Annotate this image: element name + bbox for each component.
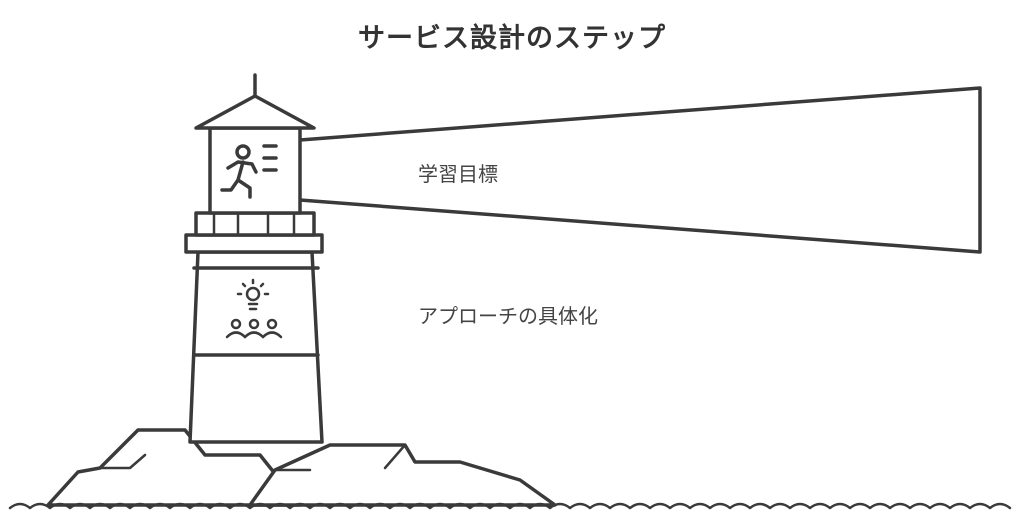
lighthouse-roof <box>194 94 316 130</box>
lighthouse-gallery <box>184 233 324 254</box>
diagram-title: サービス設計のステップ <box>358 23 666 54</box>
light-beam <box>298 86 982 254</box>
lightbulb-icon <box>236 278 270 311</box>
team-icon <box>225 318 283 339</box>
rock-right <box>248 443 557 507</box>
lighthouse-tower <box>188 250 324 444</box>
sea-waves <box>8 502 1012 510</box>
step-label-approach: アプローチの具体化 <box>418 304 598 328</box>
running-person-icon <box>220 144 278 199</box>
step-label-learning-goals: 学習目標 <box>418 162 498 186</box>
